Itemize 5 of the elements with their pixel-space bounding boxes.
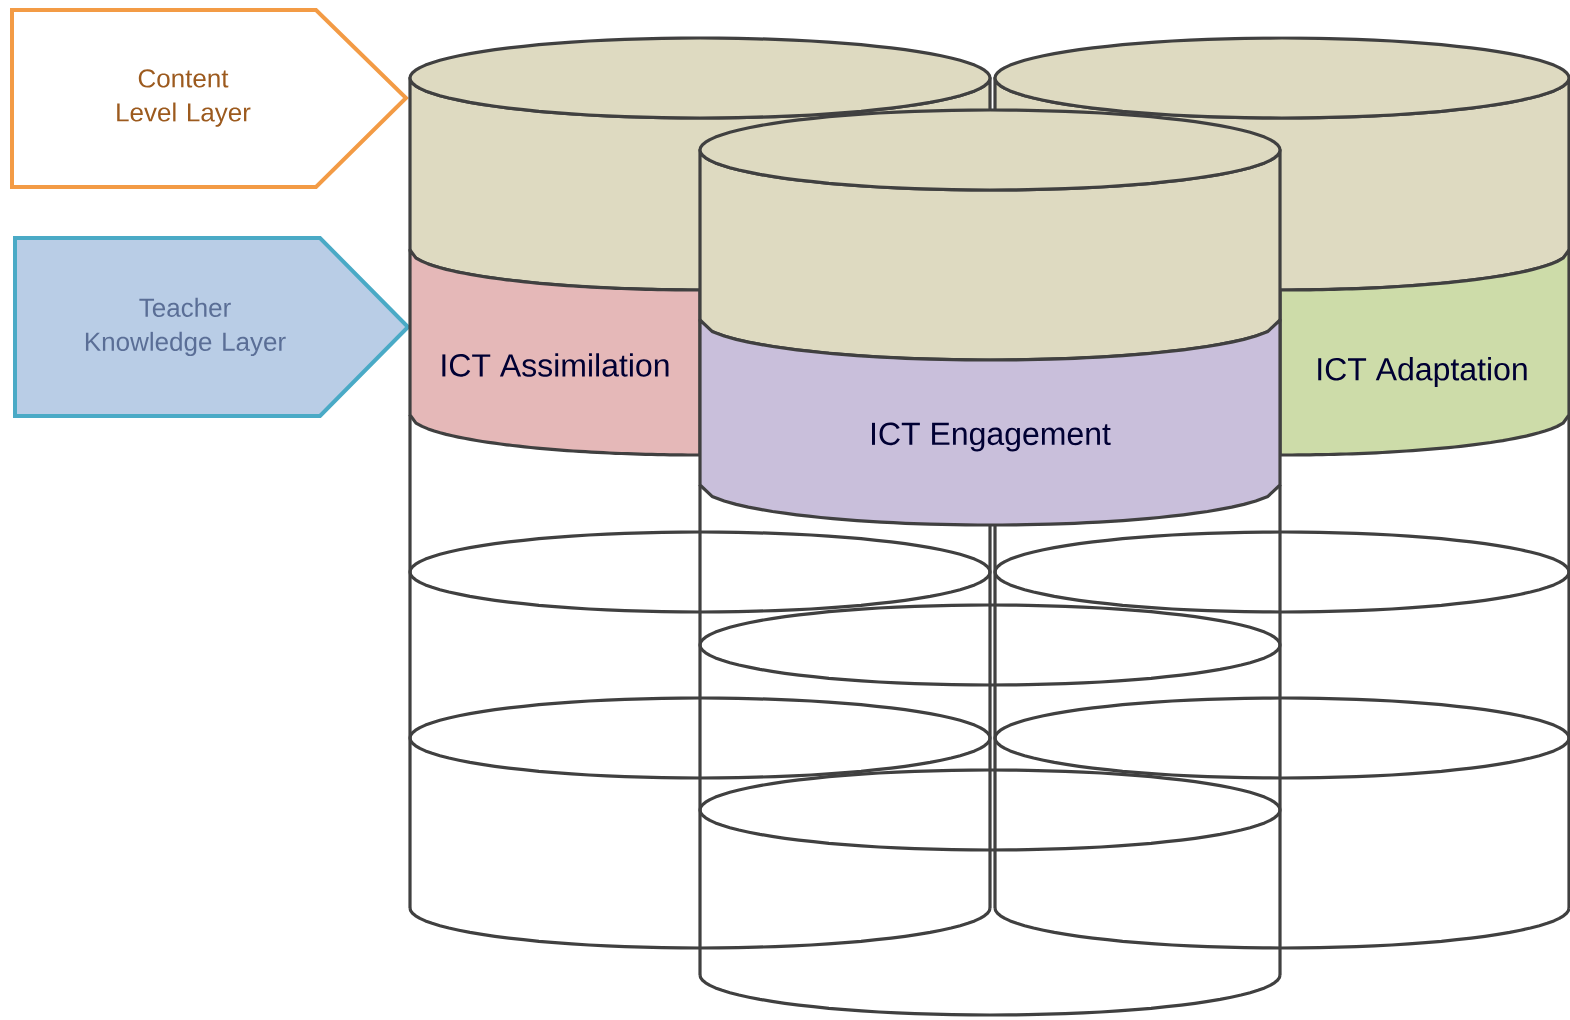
arrow-label: Teacher Knowledge Layer — [13, 236, 411, 418]
arrow-label: Content Level Layer — [10, 8, 409, 189]
cylinder-band: ICT Adaptation — [1278, 248, 1570, 457]
cylinder-band: ICT Assimilation — [408, 248, 702, 457]
cylinder-band: ICT Engagement — [698, 318, 1282, 527]
